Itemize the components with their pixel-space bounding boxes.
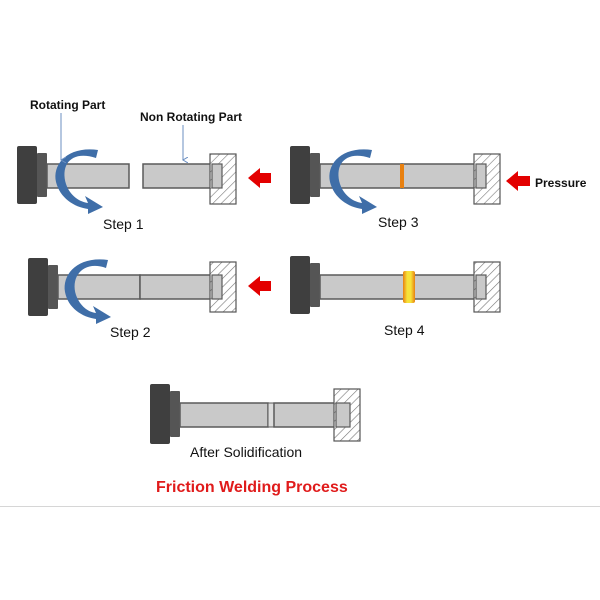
- red-pressure-arrow-icon: [248, 276, 271, 296]
- step4-assembly: [290, 256, 501, 314]
- hatched-fixture-icon: [209, 261, 237, 313]
- divider-line: [0, 506, 600, 507]
- red-pressure-arrow-icon: [506, 171, 530, 191]
- step1-assembly: [17, 113, 271, 214]
- red-pressure-arrow-icon: [248, 168, 271, 188]
- curved-rotation-arrow-icon: [64, 259, 111, 324]
- chuck-icon: [290, 146, 320, 204]
- curved-rotation-arrow-icon: [329, 149, 377, 214]
- chuck-icon: [17, 146, 47, 204]
- step2-label: Step 2: [110, 324, 151, 340]
- rotating-rod: [319, 274, 407, 300]
- rotating-part-label: Rotating Part: [30, 98, 106, 112]
- non-rotating-rod: [142, 163, 219, 189]
- diagram-title: Friction Welding Process: [156, 479, 348, 496]
- chuck-icon: [290, 256, 320, 314]
- pressure-label: Pressure: [535, 176, 587, 190]
- rotating-rod: [179, 402, 269, 428]
- hatched-fixture-icon: [473, 261, 501, 313]
- non-rotating-rod: [401, 163, 487, 189]
- step2-assembly: [28, 258, 271, 324]
- hatched-fixture-icon: [209, 153, 237, 205]
- non-rotating-rod: [139, 274, 219, 300]
- weld-flash: [403, 271, 415, 303]
- hatched-fixture-icon: [473, 153, 501, 205]
- step4-label: Step 4: [384, 322, 425, 338]
- after-solidification-assembly: [150, 384, 361, 444]
- step3-assembly: [290, 146, 530, 214]
- after-solidification-label: After Solidification: [190, 444, 303, 460]
- chuck-icon: [28, 258, 58, 316]
- step3-label: Step 3: [378, 214, 419, 230]
- step1-label: Step 1: [103, 216, 144, 232]
- hatched-fixture-icon: [333, 388, 361, 442]
- weld-joint: [267, 402, 275, 428]
- friction-interface: [400, 164, 404, 188]
- non-rotating-part-label: Non Rotating Part: [140, 110, 242, 124]
- curved-rotation-arrow-icon: [55, 149, 103, 214]
- chuck-icon: [150, 384, 180, 444]
